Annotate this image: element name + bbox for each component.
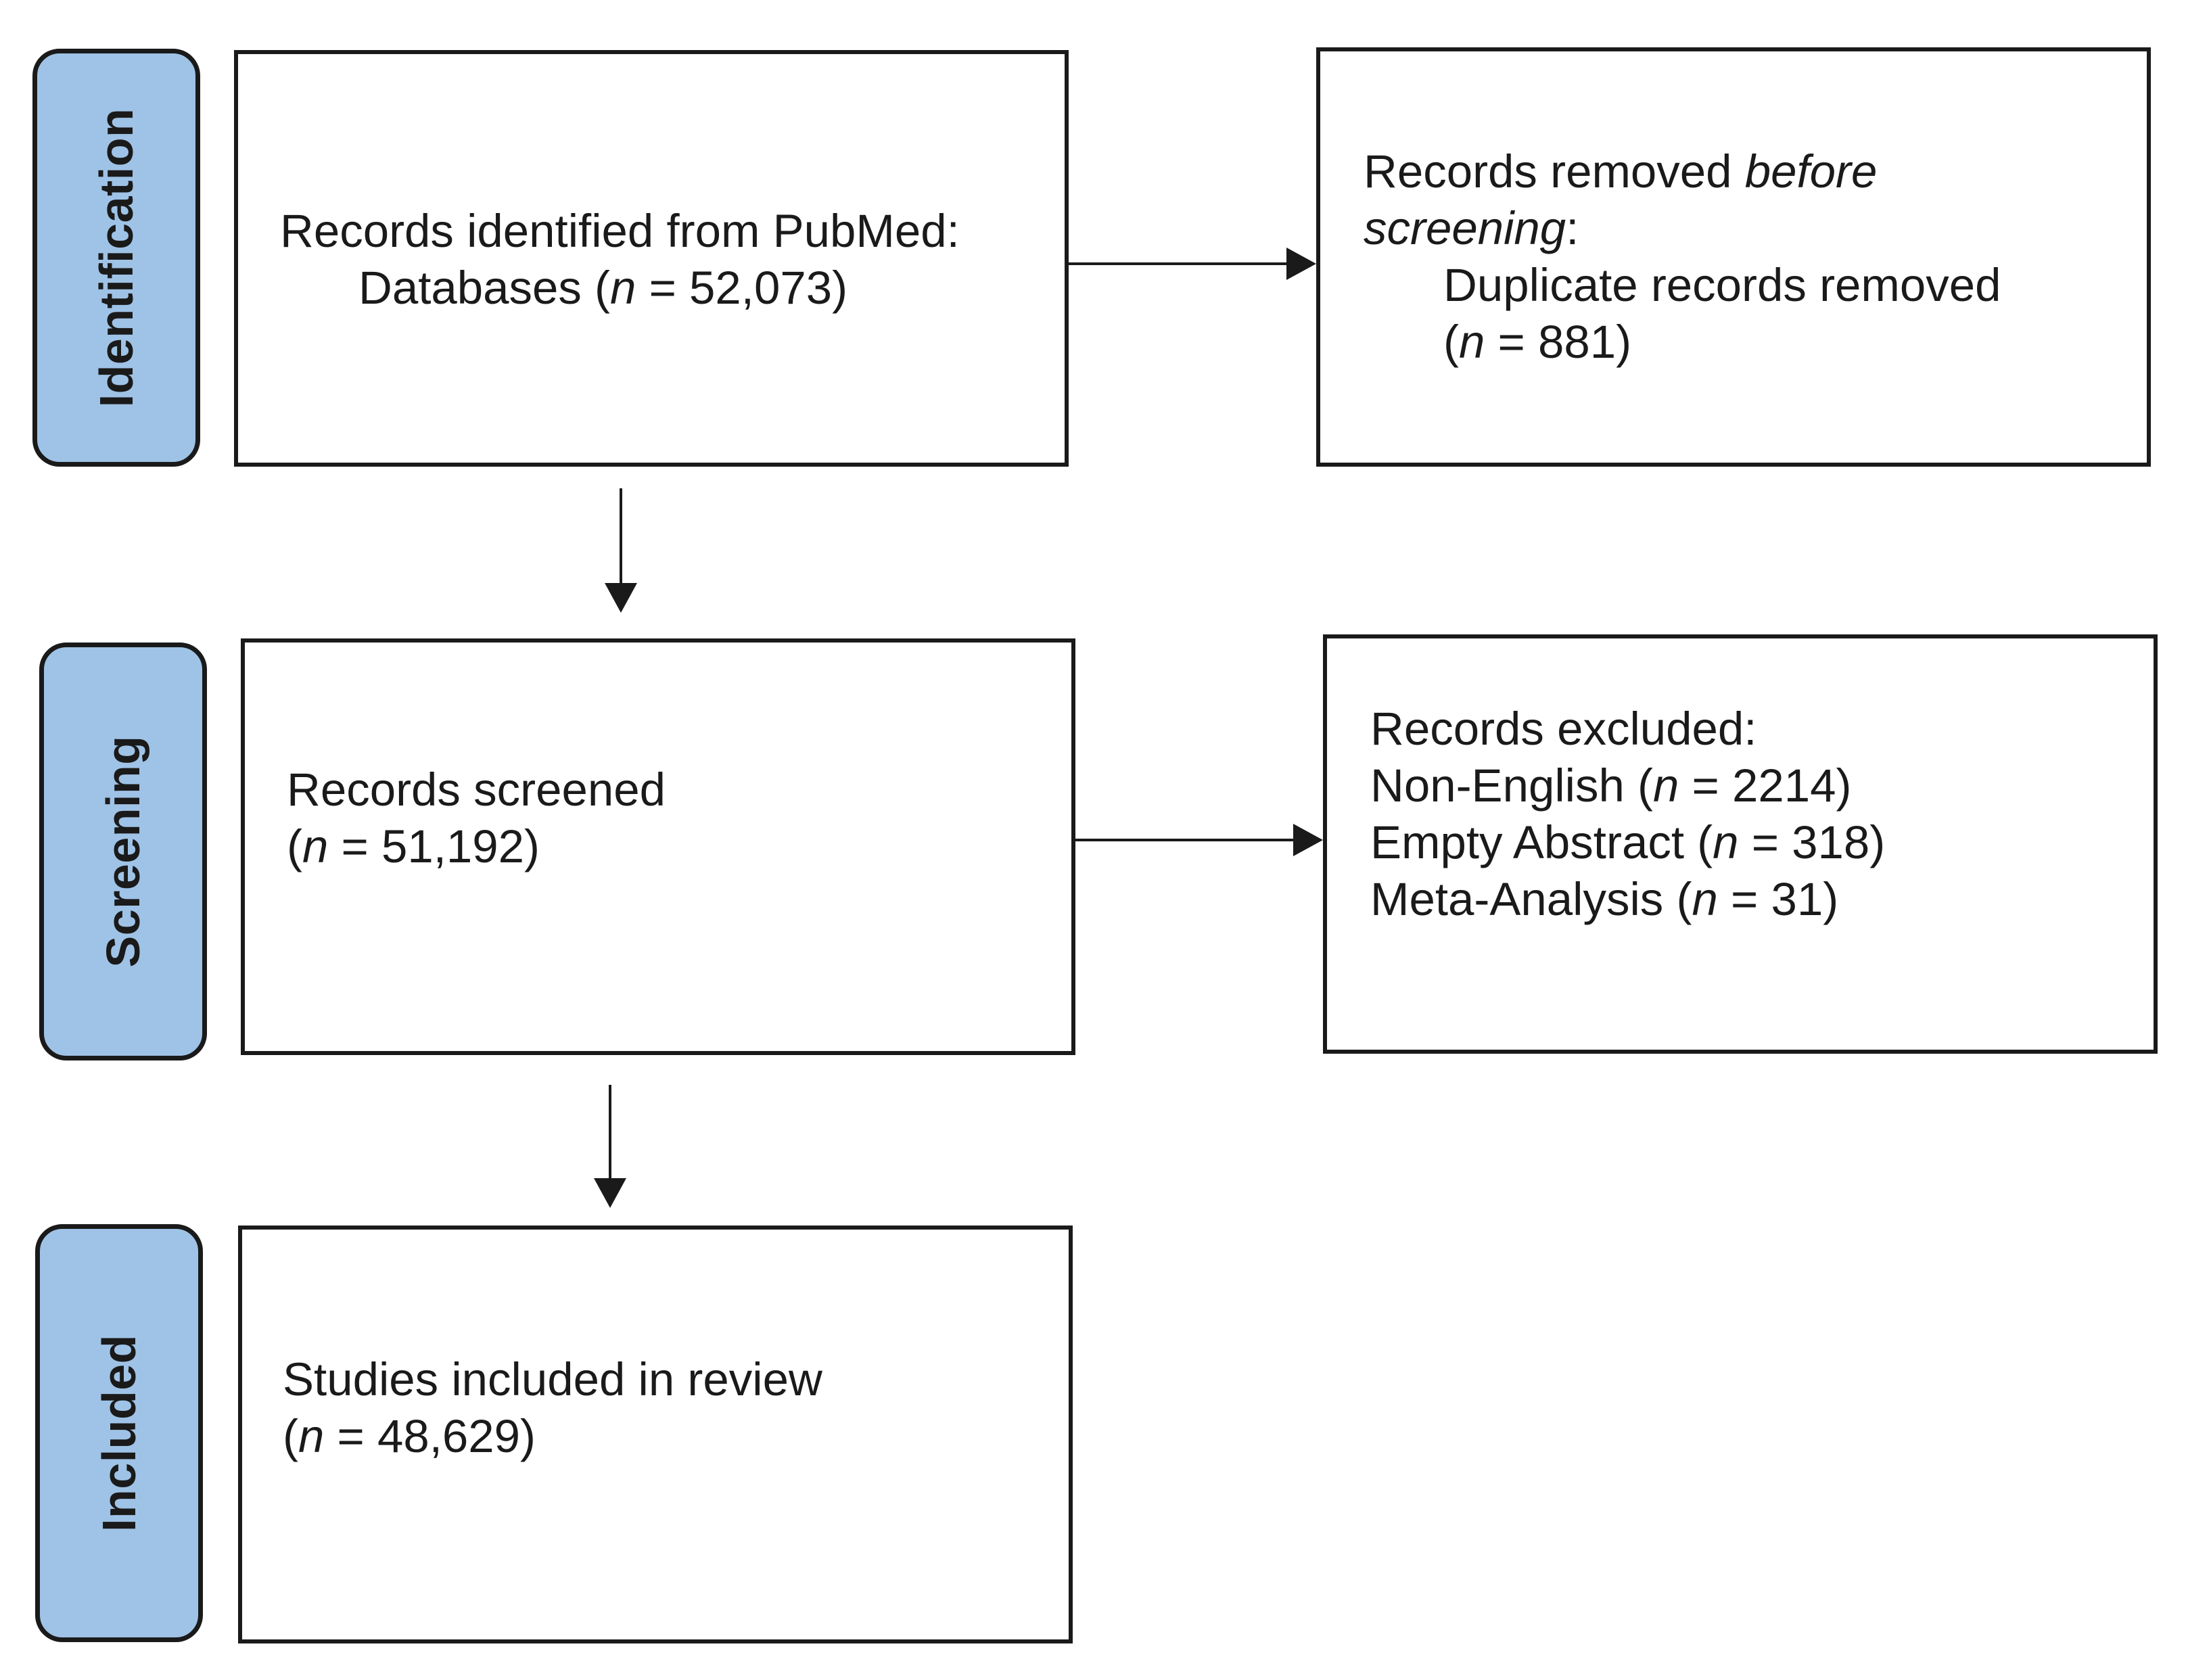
arrow-screened-to-included-head	[594, 1178, 626, 1208]
records-identified-line2: Databases (n = 52,073)	[358, 262, 848, 314]
arrow-identified-to-screened-head	[605, 583, 637, 613]
records-identified-line1: Records identified from PubMed:	[280, 205, 960, 257]
studies-included-line1: Studies included in review	[283, 1353, 822, 1405]
records-screened-line1: Records screened	[287, 764, 666, 816]
records-excluded-heading: Records excluded:	[1370, 703, 1757, 755]
studies-included-box	[238, 1226, 1073, 1643]
records-removed-line4: (n = 881)	[1443, 316, 1632, 368]
records-excluded-item: Non-English (n = 2214)	[1370, 760, 1852, 812]
records-removed-line1: Records removed before	[1364, 145, 1878, 197]
records-excluded-item: Empty Abstract (n = 318)	[1370, 816, 1886, 868]
stage-label-screening: Screening	[39, 643, 207, 1060]
records-removed-line3: Duplicate records removed	[1443, 259, 2001, 311]
records-removed-box	[1316, 47, 2151, 467]
records-screened-box	[241, 638, 1075, 1055]
records-screened-line2: (n = 51,192)	[287, 820, 540, 872]
records-removed-line2: screening:	[1364, 202, 1579, 254]
arrow-screened-to-excluded-head	[1293, 824, 1323, 856]
records-excluded-item: Meta-Analysis (n = 31)	[1370, 873, 1839, 925]
arrow-identified-to-removed-head	[1286, 248, 1316, 280]
stage-label-included: Included	[35, 1224, 203, 1642]
records-excluded-box	[1323, 634, 2158, 1054]
records-identified-box	[234, 50, 1069, 467]
studies-included-line2: (n = 48,629)	[283, 1410, 536, 1462]
stage-label-identification: Identification	[32, 49, 200, 467]
